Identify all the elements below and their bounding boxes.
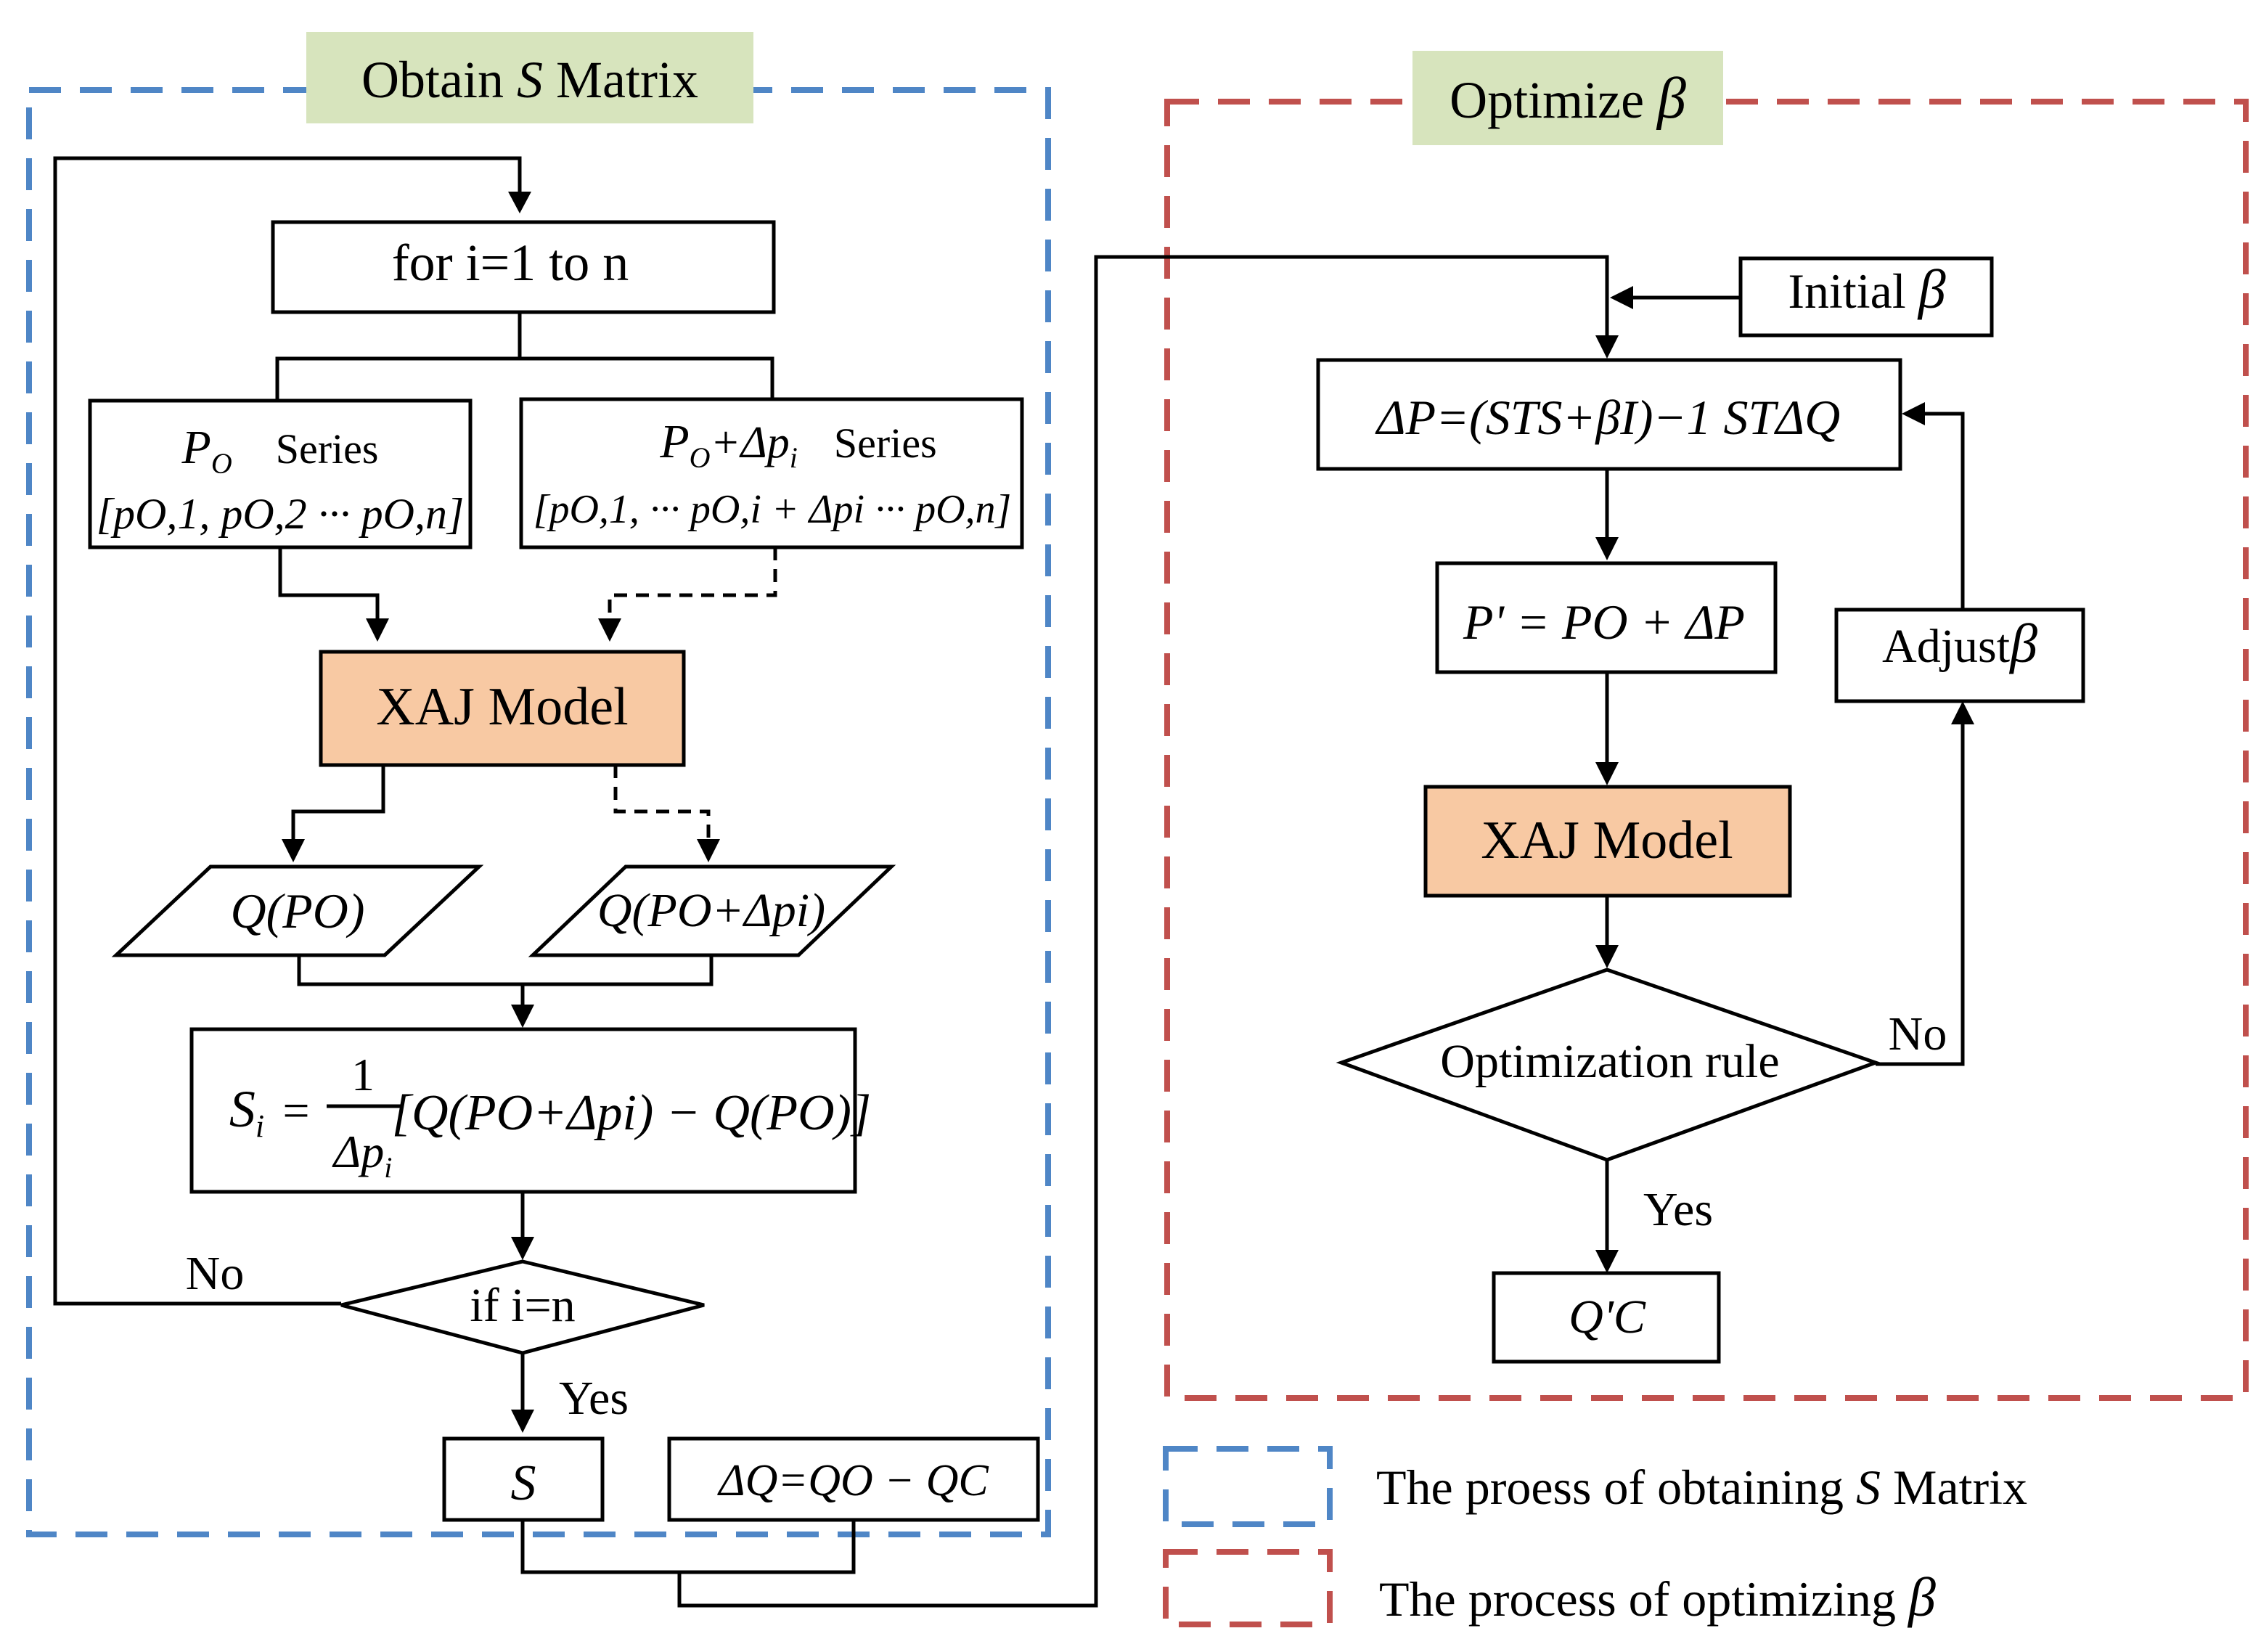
formula-denominator: Δpi: [332, 1126, 393, 1184]
formula-numerator: 1: [351, 1049, 375, 1100]
rule-yes-label: Yes: [1643, 1183, 1713, 1236]
delta-q-box: [667, 1436, 1040, 1522]
sensitivity-formula-box: [189, 1027, 857, 1194]
series-a-vector: [pO,1, pO,2 ··· pO,n]: [97, 490, 465, 538]
s-matrix-box: [442, 1436, 605, 1522]
output-b-label: Q(PO+Δpi): [597, 884, 825, 937]
update-label: P' = PO + ΔP: [1463, 594, 1745, 650]
model-to-output-a: [291, 765, 385, 846]
rule-to-adjust: [1876, 721, 1965, 1066]
arrowhead: [1610, 286, 1633, 309]
decision-yes-label: Yes: [559, 1372, 629, 1425]
arrowhead: [511, 1005, 534, 1028]
optimization-rule-label: Optimization rule: [1440, 1035, 1779, 1088]
decision-no-label: No: [186, 1247, 245, 1300]
merge-line: [297, 955, 714, 986]
arrowhead: [598, 618, 621, 642]
arrowhead: [1902, 402, 1925, 425]
arrowhead: [1951, 701, 1974, 724]
xaj-model-left-label: XAJ Model: [376, 677, 628, 737]
xaj-model-right-label: XAJ Model: [1481, 811, 1733, 870]
series-a-box: [88, 398, 473, 549]
arrowhead: [1595, 762, 1619, 785]
series-a-to-model: [278, 547, 380, 626]
optimize-beta-title: Optimize β: [1450, 67, 1686, 131]
arrowhead: [1595, 335, 1619, 359]
arrowhead: [511, 1237, 534, 1260]
adjust-beta-label: Adjustβ: [1882, 613, 2037, 674]
arrowhead: [511, 1410, 534, 1433]
arrowhead: [282, 839, 305, 862]
split-line-left: [275, 312, 522, 401]
optimize-beta-title-bg: [1412, 51, 1723, 145]
series-b-to-model: [608, 547, 777, 626]
merge-s-deltaq: [520, 1520, 856, 1574]
loop-label: for i=1 to n: [392, 234, 629, 292]
formula-lhs: Si: [229, 1080, 264, 1144]
initial-beta-box: [1738, 256, 1994, 338]
decision-label: if i=n: [470, 1279, 575, 1332]
arrowhead: [1595, 537, 1619, 560]
arrowhead: [508, 192, 531, 213]
formula-body: [Q(PO+Δpi) − Q(PO)]: [392, 1085, 871, 1141]
obtain-s-title-bg: [306, 32, 753, 123]
to-right-panel-line: [677, 255, 1609, 1608]
delta-q-label: ΔQ=QO − QC: [716, 1456, 989, 1505]
xaj-model-right: [1423, 785, 1792, 898]
regularized-formula-box: [1316, 358, 1902, 471]
regularized-formula: ΔP=(STS+βI)−1 STΔQ: [1375, 390, 1841, 445]
output-qc-box: [1492, 1271, 1721, 1364]
output-qc-label: Q'C: [1569, 1291, 1646, 1344]
output-b-shape: [528, 864, 896, 957]
split-line-right: [520, 356, 774, 401]
output-a-label: Q(PO): [230, 883, 364, 939]
update-box: [1435, 561, 1778, 674]
obtain-s-title: Obtain S Matrix: [361, 51, 698, 109]
loop-back-line: [53, 156, 522, 1306]
arrowhead: [366, 618, 389, 642]
output-a-shape: [111, 864, 484, 957]
arrowhead: [697, 839, 720, 862]
adjust-to-formula: [1923, 412, 1965, 610]
s-matrix-label: S: [511, 1455, 536, 1511]
adjust-beta-box: [1834, 608, 2085, 703]
legend-red-swatch: [1163, 1549, 1333, 1627]
loop-box: [271, 220, 776, 314]
series-b-vector: [pO,1, ··· pO,i + Δpi ··· pO,n]: [533, 487, 1012, 532]
series-b-box: [519, 397, 1024, 549]
arrowhead: [1595, 1250, 1619, 1273]
legend-blue-swatch: [1163, 1446, 1333, 1527]
rule-no-label: No: [1889, 1007, 1947, 1060]
xaj-model-left: [319, 650, 686, 767]
legend-red-text: The process of optimizing β: [1379, 1567, 1936, 1628]
legend-blue-text: The proess of obtaining S Matrix: [1376, 1460, 2027, 1515]
initial-beta-label: Initial β: [1788, 259, 1945, 320]
arrowhead: [1595, 945, 1619, 968]
formula-eq: =: [282, 1084, 309, 1137]
model-to-output-b: [613, 765, 711, 846]
